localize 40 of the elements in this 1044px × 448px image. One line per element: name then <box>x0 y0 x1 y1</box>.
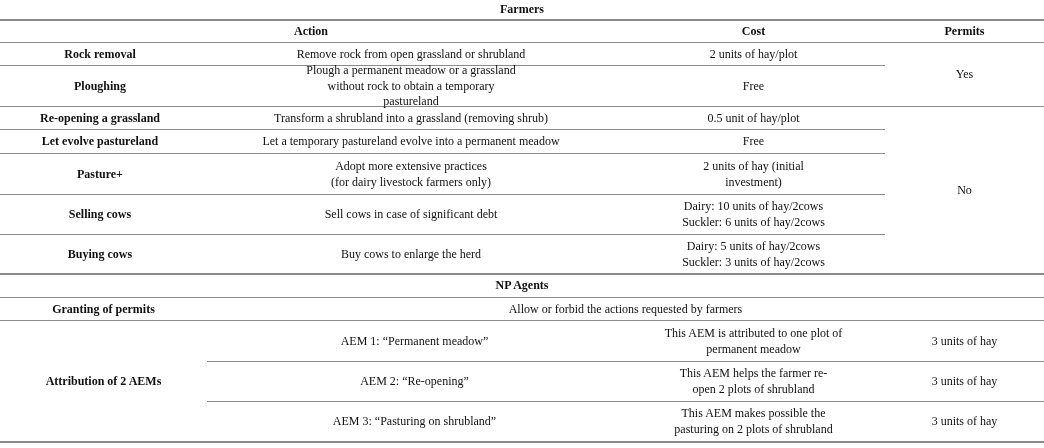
action-description: Allow or forbid the actions requested by farmers <box>508 301 743 318</box>
action-description: Remove rock from open grassland or shrubland <box>296 46 526 63</box>
action-name: Buying cows <box>67 246 133 263</box>
measure-name: AEM 1: “Permanent meadow” <box>340 333 489 350</box>
measure-description: This AEM is attributed to one plot of permanent meadow <box>663 325 844 358</box>
payment-value: 3 units of hay <box>931 374 998 390</box>
action-name: Granting of permits <box>52 301 155 318</box>
cost-value: Free <box>742 78 765 95</box>
action-name: Pasture+ <box>77 166 123 183</box>
action-description: Let a temporary pastureland evolve into a permanent meadow <box>262 134 560 150</box>
action-name: Rock removal <box>64 46 136 63</box>
action-description: Adopt more extensive practices (for dairy livestock farmers only) <box>330 158 492 191</box>
payment-value: 3 units of hay <box>931 333 998 350</box>
action-description: Sell cows in case of significant debt <box>324 207 498 223</box>
cost-value: 2 units of hay (initial investment) <box>702 158 805 191</box>
section-heading: Farmers <box>500 2 544 18</box>
cost-value: Dairy: 10 units of hay/2cows Suckler: 6 units of hay/2cows <box>681 199 826 231</box>
action-name: Ploughing <box>74 78 126 95</box>
measure-description: This AEM helps the farmer re-open 2 plots of shrubland <box>678 366 829 398</box>
column-header: Action <box>294 23 328 40</box>
cost-value: Free <box>742 134 765 150</box>
action-name: Attribution of 2 AEMs <box>45 373 162 390</box>
action-description: Buy cows to enlarge the herd <box>340 246 482 263</box>
action-description: Transform a shrubland into a grassland (removing shrub) <box>274 110 548 127</box>
cost-value: 2 units of hay/plot <box>709 46 798 63</box>
action-name: Let evolve pastureland <box>41 134 159 150</box>
column-header: Permits <box>944 23 985 40</box>
permit-status: Yes <box>955 67 974 83</box>
action-description: Plough a permanent meadow or a grassland without rock to obtain a temporary pastureland <box>305 63 517 110</box>
action-name: Re-opening a grassland <box>40 110 160 127</box>
action-name: Selling cows <box>68 207 132 223</box>
cost-value: 0.5 unit of hay/plot <box>707 110 800 127</box>
measure-description: This AEM makes possible the pasturing on 2 plots of shrubland <box>673 406 834 438</box>
cost-value: Dairy: 5 units of hay/2cows Suckler: 3 units of hay/2cows <box>681 238 826 271</box>
measure-name: AEM 3: “Pasturing on shrubland” <box>332 414 497 430</box>
measure-name: AEM 2: “Re-opening” <box>360 374 469 390</box>
column-header: Cost <box>741 23 766 40</box>
section-heading: NP Agents <box>495 278 549 294</box>
payment-value: 3 units of hay <box>931 414 998 430</box>
permit-status: No <box>957 182 972 199</box>
